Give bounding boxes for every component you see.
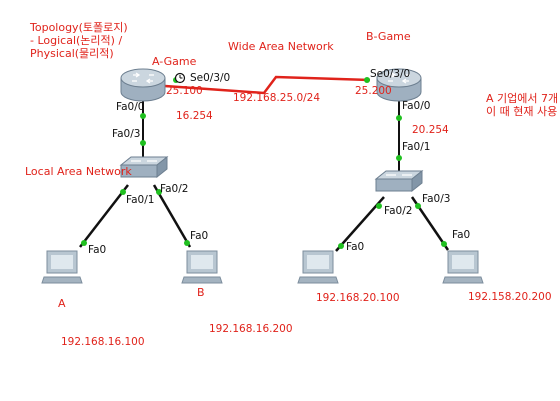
- topology-title-line2: - Logical(논리적) /: [30, 34, 123, 47]
- port-ra-fa: Fa0/0: [116, 101, 145, 113]
- port-ra-serial: Se0/3/0: [190, 72, 231, 84]
- link-light: [81, 240, 87, 246]
- switch-a-icon[interactable]: [119, 155, 169, 179]
- link-light: [376, 203, 382, 209]
- port-sb-p3: Fa0/3: [422, 193, 451, 205]
- link-switch-a-pc-a[interactable]: [79, 184, 129, 248]
- pc-a-name: A: [58, 297, 66, 310]
- port-pcb-fa: Fa0: [190, 230, 209, 242]
- link-light: [184, 240, 190, 246]
- port-sa-p2: Fa0/2: [160, 183, 189, 195]
- topology-title-line3: Physical(물리적): [30, 47, 114, 60]
- pc-b-ip: 192.168.16.200: [209, 323, 293, 335]
- wan-network: 192.168.25.0/24: [233, 92, 321, 104]
- port-sa-p1: Fa0/1: [126, 194, 155, 206]
- korean-note-line1: A 기업에서 7개: [486, 92, 559, 105]
- port-sb-p2: Fa0/2: [384, 205, 413, 217]
- rb-fa-ip: 20.254: [412, 124, 449, 136]
- ra-serial-ip: 25.100: [166, 85, 203, 97]
- wan-serial-link[interactable]: [164, 75, 371, 95]
- pc-b-name: B: [197, 286, 205, 299]
- link-light: [140, 113, 146, 119]
- link-switch-a-pc-b[interactable]: [152, 184, 192, 248]
- port-rb-serial: Se0/3/0: [370, 68, 411, 80]
- link-light: [364, 77, 370, 83]
- router-a-icon[interactable]: [120, 68, 166, 102]
- wan-label: Wide Area Network: [228, 40, 334, 53]
- rb-serial-ip: 25.200: [355, 85, 392, 97]
- ra-fa-ip: 16.254: [176, 110, 213, 122]
- pc-c-icon[interactable]: [297, 250, 339, 284]
- port-rb-fa: Fa0/0: [402, 100, 431, 112]
- router-b-name: B-Game: [366, 30, 411, 43]
- pc-d-icon[interactable]: [442, 250, 484, 284]
- port-sa-up: Fa0/3: [112, 128, 141, 140]
- korean-note-line2: 이 때 현재 사용: [486, 105, 558, 118]
- router-b-icon[interactable]: [376, 68, 422, 102]
- port-sb-up: Fa0/1: [402, 141, 431, 153]
- port-pcc-fa: Fa0: [346, 241, 365, 253]
- pc-a-icon[interactable]: [41, 250, 83, 284]
- port-pcd-fa: Fa0: [452, 229, 471, 241]
- pc-d-ip: 192.158.20.200: [468, 291, 552, 303]
- link-lights: [81, 77, 447, 249]
- pc-b-icon[interactable]: [181, 250, 223, 284]
- switch-b-icon[interactable]: [374, 169, 424, 193]
- port-pca-fa: Fa0: [88, 244, 107, 256]
- link-light: [396, 155, 402, 161]
- link-light: [156, 189, 162, 195]
- link-light: [396, 115, 402, 121]
- link-light: [441, 241, 447, 247]
- link-light: [140, 140, 146, 146]
- clock-icon: [174, 72, 186, 84]
- router-a-name: A-Game: [152, 55, 197, 68]
- lan-label: Local Area Network: [25, 165, 132, 178]
- topology-title-line1: Topology(토폴로지): [30, 21, 128, 34]
- link-light: [415, 203, 421, 209]
- pc-c-ip: 192.168.20.100: [316, 292, 400, 304]
- link-light: [120, 189, 126, 195]
- pc-a-ip: 192.168.16.100: [61, 336, 145, 348]
- link-light: [338, 243, 344, 249]
